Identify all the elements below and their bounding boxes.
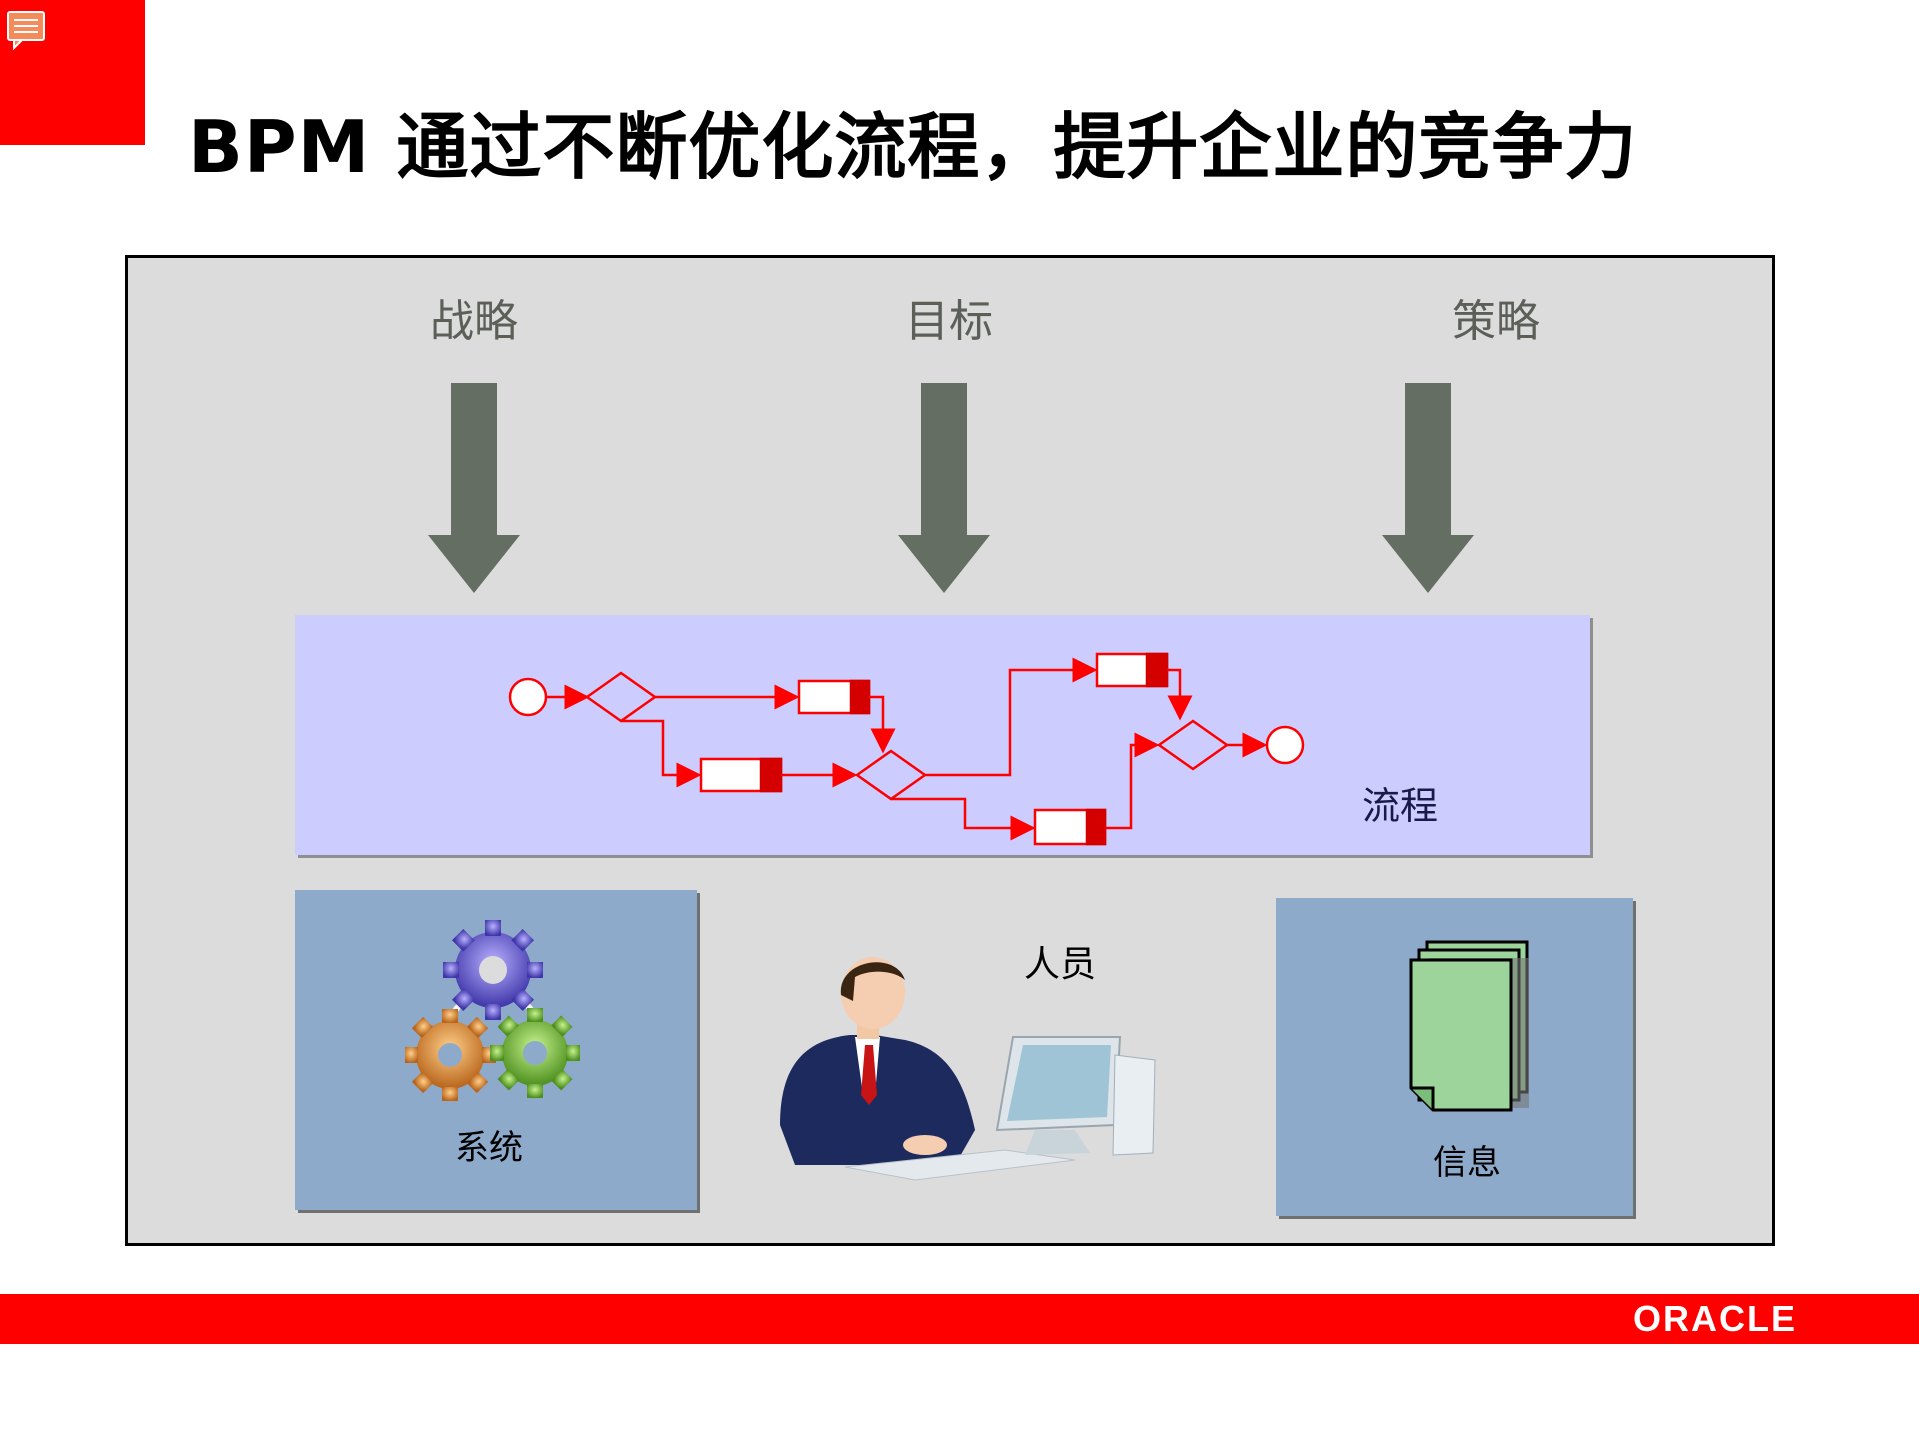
start-event [508, 677, 548, 717]
process-flow-diagram [508, 652, 1305, 846]
gateway-split [584, 671, 658, 723]
process-label: 流程 [1362, 784, 1439, 828]
process-panel [295, 615, 1590, 855]
information-label: 信息 [1433, 1143, 1501, 1183]
driver-tactics-label: 策略 [1452, 296, 1540, 347]
businessman-computer-icon [780, 957, 1156, 1181]
documents-icon [1409, 940, 1529, 1112]
driver-strategy-label: 战略 [430, 296, 518, 347]
page-title: BPM 通过不断优化流程，提升企业的竞争力 [188, 105, 1638, 189]
gateway-merge [854, 749, 928, 801]
driver-goal-label: 目标 [905, 296, 993, 347]
oracle-logo: ORACLE [1633, 1298, 1797, 1339]
down-arrow-goal [898, 383, 990, 593]
people-label: 人员 [1024, 944, 1097, 985]
corner-accent [0, 0, 145, 145]
end-event [1265, 725, 1305, 765]
comment-icon[interactable] [4, 8, 48, 50]
footer-bar [0, 1294, 1919, 1344]
system-label: 系统 [455, 1128, 523, 1168]
gears-icon [405, 920, 580, 1101]
down-arrow-tactics [1382, 383, 1474, 593]
down-arrow-strategy [428, 383, 520, 593]
gateway-join [1156, 719, 1230, 771]
